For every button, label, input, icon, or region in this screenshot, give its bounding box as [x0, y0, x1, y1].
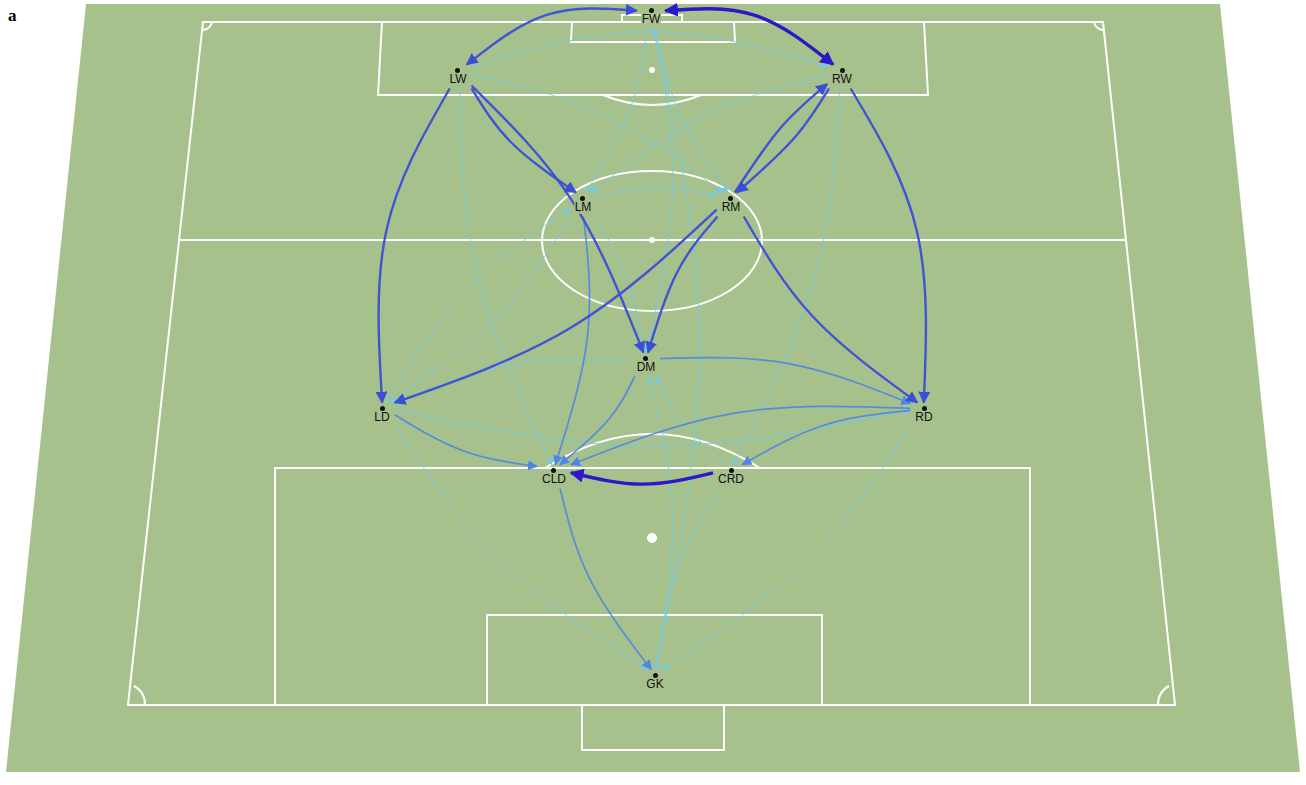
pass-arrow: [649, 377, 673, 670]
panel-letter: a: [8, 6, 17, 26]
pitch-lines: [128, 15, 1175, 750]
corner-arc: [134, 686, 145, 705]
player-dot: [728, 196, 733, 201]
position-label: LW: [448, 73, 467, 86]
pass-arrow: [596, 188, 716, 196]
pass-arrow: [571, 406, 910, 464]
corner-arc: [1158, 686, 1169, 705]
pass-arrow: [656, 377, 725, 465]
pitch-spots: [647, 67, 657, 543]
position-label: DM: [636, 361, 657, 374]
pass-arrow: [395, 410, 911, 446]
player-dot: [551, 468, 556, 473]
pass-arrow: [395, 424, 648, 669]
pass-arrow: [389, 216, 570, 402]
player-dot: [729, 468, 734, 473]
player-dot: [380, 406, 385, 411]
pitch-grass: [6, 4, 1300, 772]
pass-arrow: [472, 86, 644, 353]
player-node: RM: [719, 195, 744, 215]
position-label: FW: [641, 13, 662, 26]
pass-arrow: [555, 217, 589, 465]
pitch-boundary: [128, 22, 1175, 705]
bottom-goal: [582, 705, 724, 750]
player-dot: [455, 68, 460, 73]
bottom-goal-area: [487, 615, 822, 705]
pass-arrow: [560, 489, 651, 670]
player-dot: [580, 196, 585, 201]
position-label: LM: [574, 201, 593, 214]
pass-arrow: [647, 29, 673, 353]
player-node: LM: [572, 195, 595, 215]
position-label: RD: [914, 411, 933, 424]
pass-arrow: [851, 89, 926, 403]
pass-arrow: [472, 74, 723, 192]
pass-arrow: [560, 377, 635, 465]
pass-arrow: [662, 426, 910, 670]
player-dot: [653, 673, 658, 678]
top-penalty-box: [378, 22, 928, 95]
penalty-spot: [647, 533, 657, 543]
corner-arc: [1094, 22, 1103, 30]
pass-arrow: [460, 89, 552, 465]
pass-arrow: [395, 358, 632, 404]
bottom-penalty-box: [275, 468, 1030, 705]
position-label: GK: [645, 678, 664, 691]
player-dot: [649, 8, 654, 13]
penalty-spot: [649, 67, 655, 73]
centre-spot: [649, 237, 655, 243]
top-penalty-arc: [603, 95, 701, 105]
pass-arrow: [656, 29, 728, 193]
position-label: RM: [721, 201, 742, 214]
position-label: CRD: [717, 473, 745, 486]
pass-arrow: [395, 210, 717, 403]
pass-arrow: [737, 89, 829, 193]
pass-arrow: [395, 415, 537, 467]
player-node: CLD: [539, 467, 569, 487]
pass-arrow: [742, 410, 910, 464]
pass-arrow: [654, 29, 700, 670]
pass-arrow: [735, 84, 827, 192]
position-label: RW: [831, 73, 853, 86]
pass-arrow: [586, 29, 647, 193]
pass-arrow: [571, 473, 713, 484]
pass-arrow: [744, 217, 918, 403]
player-node: RD: [912, 405, 935, 425]
player-node: DM: [634, 355, 659, 375]
player-dot: [922, 406, 927, 411]
pass-arrow: [660, 358, 910, 404]
player-node: RW: [829, 67, 855, 87]
player-dot: [840, 68, 845, 73]
pass-arrow: [648, 217, 718, 353]
pass-arrow: [379, 89, 450, 403]
pass-arrow: [593, 217, 644, 353]
player-node: LD: [371, 405, 392, 425]
player-dot: [643, 356, 648, 361]
player-node: FW: [639, 7, 664, 27]
position-label: CLD: [541, 473, 567, 486]
pass-arrow: [656, 489, 721, 670]
pass-arrow: [591, 75, 827, 193]
player-node: CRD: [715, 467, 747, 487]
pass-arrow: [665, 9, 833, 65]
player-node: LW: [446, 67, 469, 87]
player-node: GK: [643, 672, 666, 692]
pass-arrow: [467, 9, 637, 65]
corner-arc: [203, 22, 212, 30]
position-label: LD: [373, 411, 390, 424]
pass-arrow: [472, 32, 828, 68]
